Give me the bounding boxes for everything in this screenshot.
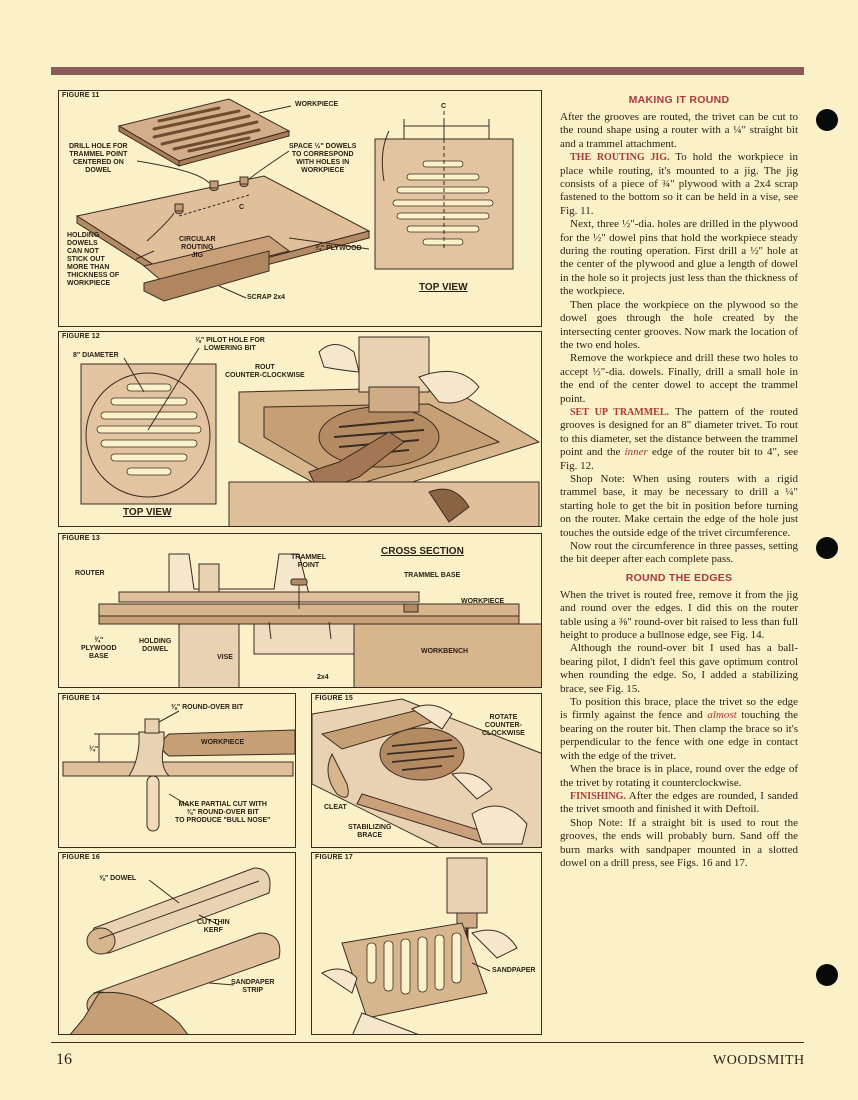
callout-plywood: ¾" PLYWOOD <box>315 245 362 252</box>
binder-hole-bottom <box>816 964 838 986</box>
emphasis: almost <box>707 709 737 722</box>
callout-2x4: 2x4 <box>317 674 329 681</box>
emphasis: inner <box>624 446 648 459</box>
callout-workpiece: WORKPIECE <box>461 598 505 605</box>
figure-label: FIGURE 15 <box>315 695 353 702</box>
figure-12-top-view-title: TOP VIEW <box>123 507 172 518</box>
callout-holding-dowels: HOLDING DOWELS CAN NOT STICK OUT MORE TH… <box>67 232 120 287</box>
figure-label: FIGURE 16 <box>62 854 100 861</box>
callout-dowel: ⅝" DOWEL <box>99 875 137 882</box>
callout-trammel-base: TRAMMEL BASE <box>404 572 461 579</box>
paragraph: To position this brace, place the trivet… <box>560 696 798 763</box>
paragraph: Shop Note: When using routers with a rig… <box>560 472 798 539</box>
figure-14: FIGURE 14 ⅜" ROUND-OVER BIT WORKPIECE ¼"… <box>58 693 296 848</box>
callout-quarter-inch: ¼" <box>89 746 99 753</box>
paragraph-text: To hold the workpiece in place while rou… <box>560 151 798 217</box>
paragraph: Shop Note: If a straight bit is used to … <box>560 816 798 869</box>
heading-round-the-edges: ROUND THE EDGES <box>625 571 733 584</box>
callout-sandpaper-strip: SANDPAPER STRIP <box>231 979 275 994</box>
figure-label: FIGURE 13 <box>62 535 100 542</box>
callout-drill-hole: DRILL HOLE FOR TRAMMEL POINT CENTERED ON… <box>69 143 128 174</box>
callout-circular-jig: CIRCULAR ROUTING JIG <box>179 236 216 259</box>
figure-16: FIGURE 16 ⅝" DOWEL CUT THIN KERF SANDPAP… <box>58 852 296 1035</box>
paragraph: Although the round-over bit I used has a… <box>560 642 798 695</box>
callout-diameter: 8" DIAMETER <box>73 352 119 359</box>
figure-12: FIGURE 12 <box>58 331 542 527</box>
figure-17: FIGURE 17 SANDPAPER <box>311 852 542 1035</box>
paragraph-text: To position this brace, place the trivet… <box>560 696 798 722</box>
paragraph-text: The pattern of the routed grooves is des… <box>560 405 798 459</box>
callout-pilot-hole: ⅛" PILOT HOLE FOR LOWERING BIT <box>195 337 265 352</box>
paragraph-text: After the edges are rounded, I sanded th… <box>560 789 798 816</box>
run-in-head: FINISHING. <box>570 790 626 802</box>
callout-workbench: WORKBENCH <box>421 648 469 655</box>
article-column: MAKING IT ROUND After the grooves are ro… <box>560 94 798 870</box>
paragraph: After the grooves are routed, the trivet… <box>560 111 798 150</box>
run-in-head: THE ROUTING JIG. <box>570 152 670 164</box>
callout-workpiece: WORKPIECE <box>295 101 339 108</box>
paragraph: When the trivet is routed free, remove i… <box>560 588 798 642</box>
figure-label: FIGURE 14 <box>62 695 100 702</box>
top-rule <box>51 67 804 75</box>
figure-15-drawing <box>312 698 541 847</box>
callout-vise: VISE <box>217 654 233 661</box>
binder-hole-middle <box>816 537 838 559</box>
figure-label: FIGURE 17 <box>315 854 353 861</box>
figure-13: FIGURE 13 CROSS SECTION ROUTER TRAMMEL P… <box>58 533 542 688</box>
callout-stabilizing-brace: STABILIZING BRACE <box>348 824 392 839</box>
callout-rout-direction: ROUT COUNTER-CLOCKWISE <box>225 364 305 379</box>
callout-scrap: SCRAP 2x4 <box>247 294 286 301</box>
paragraph: Now rout the circumference in three pass… <box>560 540 798 566</box>
figure-11: FIGURE 11 <box>58 90 542 327</box>
binder-hole-top <box>816 109 838 131</box>
figure-13-drawing <box>98 553 541 687</box>
paragraph: Then place the workpiece on the plywood … <box>560 298 798 351</box>
callout-cut-kerf: CUT THIN KERF <box>197 919 230 934</box>
bottom-rule <box>51 1042 804 1043</box>
figure-11-drawing <box>75 98 514 302</box>
callout-sandpaper: SANDPAPER <box>492 967 536 974</box>
figure-15: FIGURE 15 ROTATE COUNTER- CLOCKWISE CLEA… <box>311 693 542 848</box>
callout-rotate: ROTATE COUNTER- CLOCKWISE <box>482 714 525 737</box>
figure-label: FIGURE 12 <box>62 333 100 340</box>
figure-17-drawing <box>321 857 518 1034</box>
callout-trammel-point: TRAMMEL POINT <box>291 554 326 569</box>
callout-roundover-bit: ⅜" ROUND-OVER BIT <box>171 704 244 711</box>
paragraph: FINISHING. After the edges are rounded, … <box>560 790 798 817</box>
heading-making-it-round: MAKING IT ROUND <box>628 94 730 106</box>
callout-router: ROUTER <box>75 570 105 577</box>
paragraph-text: touching the bearing on the router bit. … <box>560 709 799 762</box>
paragraph: Next, three ½"-dia. holes are drilled in… <box>560 218 798 298</box>
paragraph: SET UP TRAMMEL. The pattern of the route… <box>560 406 798 473</box>
callout-cleat: CLEAT <box>324 804 347 811</box>
figure-14-drawing <box>62 710 295 832</box>
paragraph: Remove the workpiece and drill these two… <box>560 352 798 405</box>
dimension-c: C <box>441 103 447 110</box>
paragraph: THE ROUTING JIG. To hold the workpiece i… <box>560 151 798 218</box>
paragraph: When the brace is in place, round over t… <box>560 763 798 789</box>
cross-section-title: CROSS SECTION <box>381 546 464 557</box>
figure-16-drawing <box>70 867 281 1034</box>
paragraph-text: edge of the router bit to 4", see Fig. 1… <box>560 446 798 472</box>
run-in-head: SET UP TRAMMEL. <box>570 406 669 418</box>
callout-holding-dowel: HOLDING DOWEL <box>139 638 172 653</box>
callout-partial-cut: MAKE PARTIAL CUT WITH ⅜" ROUND-OVER BIT … <box>175 801 271 824</box>
figure-11-top-view-title: TOP VIEW <box>419 282 468 293</box>
figure-12-drawing <box>80 336 541 526</box>
magazine-name: WOODSMITH <box>713 1053 805 1068</box>
callout-plywood-base: ¾" PLYWOOD BASE <box>81 637 117 660</box>
callout-space-dowels: SPACE ½" DOWELS TO CORRESPOND WITH HOLES… <box>289 143 357 174</box>
callout-workpiece: WORKPIECE <box>201 739 245 746</box>
callout-c: C <box>239 204 245 211</box>
page-number: 16 <box>56 1051 72 1068</box>
figure-label: FIGURE 11 <box>62 92 100 99</box>
